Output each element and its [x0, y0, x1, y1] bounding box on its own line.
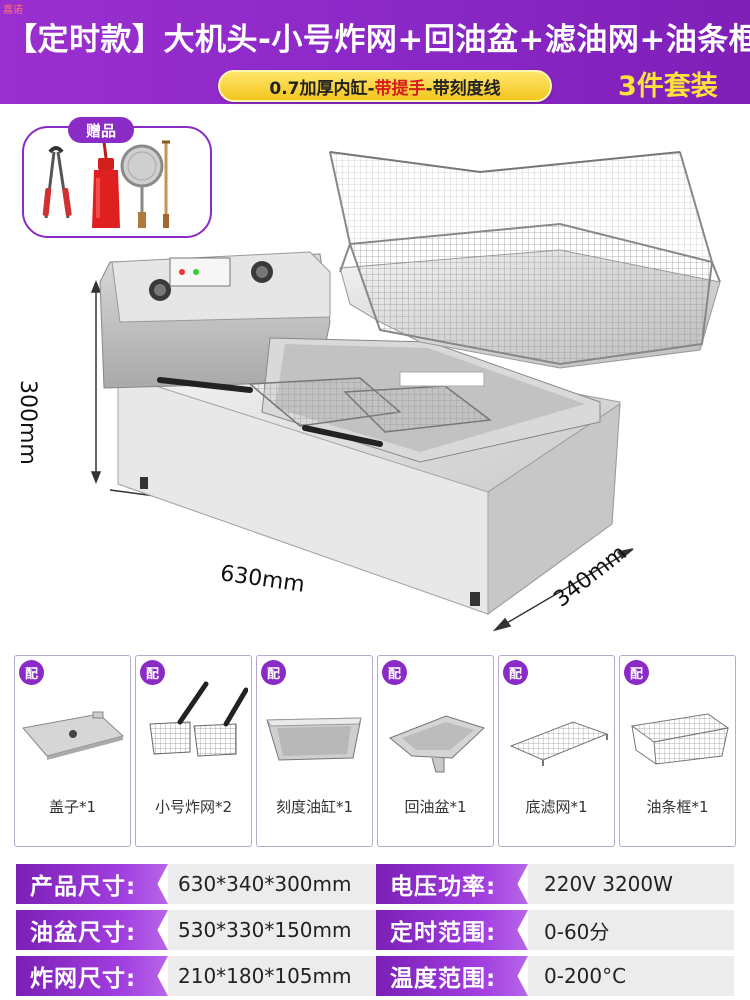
spec-timer-range: 定时范围: 0-60分	[376, 910, 736, 950]
sauce-bottle-icon	[92, 141, 120, 228]
spec-label: 油盆尺寸:	[16, 910, 168, 950]
spec-product-size: 产品尺寸: 630*340*300mm	[16, 864, 380, 904]
spec-label: 定时范围:	[376, 910, 528, 950]
gift-box	[22, 126, 212, 238]
lid-icon	[22, 711, 125, 760]
accessory-label: 小号炸网*2	[154, 798, 233, 816]
strainer-icon	[120, 144, 164, 228]
feature-text-1: 0.7加厚内缸-	[269, 78, 375, 99]
feature-text-handle: 带提手	[374, 78, 426, 99]
control-head	[99, 251, 331, 389]
fry-baskets	[157, 371, 492, 447]
spec-label: 炸网尺寸:	[16, 956, 168, 996]
spec-value: 530*330*150mm	[168, 910, 380, 950]
accessory-badge: 配	[503, 660, 528, 685]
set-label: 3件套装	[618, 71, 718, 102]
corner-watermark: 嘉诺	[3, 5, 23, 16]
accessory-label: 刻度油缸*1	[275, 798, 354, 816]
fritter-rack-icon	[630, 713, 730, 765]
bottom-filter-icon	[509, 721, 609, 766]
accessory-badge: 配	[624, 660, 649, 685]
accessory-badge: 配	[140, 660, 165, 685]
fry-basket-icon	[149, 681, 248, 757]
feature-pill: 0.7加厚内缸-带提手-带刻度线	[218, 70, 552, 102]
accessory-label: 底滤网*1	[525, 798, 588, 816]
spec-basket-size: 炸网尺寸: 210*180*105mm	[16, 956, 380, 996]
spec-value: 0-200°C	[528, 956, 734, 996]
spec-label: 温度范围:	[376, 956, 528, 996]
spec-oil-basin-size: 油盆尺寸: 530*330*150mm	[16, 910, 380, 950]
accessories-row: 配 盖子*1 配 小号炸网*2 配 刻度油缸*1 配	[14, 655, 738, 847]
accessory-label: 油条框*1	[646, 798, 709, 816]
oil-tank-icon	[266, 717, 362, 761]
accessory-label: 盖子*1	[48, 798, 97, 816]
accessory-card-lid: 配 盖子*1	[14, 655, 131, 847]
accessory-badge: 配	[261, 660, 286, 685]
accessory-badge: 配	[19, 660, 44, 685]
accessory-badge: 配	[382, 660, 407, 685]
accessory-card-bottom-filter: 配 底滤网*1	[498, 655, 615, 847]
accessory-card-oil-return-tray: 配 回油盆*1	[377, 655, 494, 847]
spec-value: 0-60分	[528, 910, 734, 950]
spec-label: 产品尺寸:	[16, 864, 168, 904]
spec-value: 210*180*105mm	[168, 956, 380, 996]
accessory-card-fry-basket: 配 小号炸网*2	[135, 655, 252, 847]
spec-voltage-power: 电压功率: 220V 3200W	[376, 864, 736, 904]
gift-items-illustration	[42, 140, 170, 228]
spec-value: 630*340*300mm	[168, 864, 380, 904]
header-banner: 嘉诺 【定时款】大机头-小号炸网+回油盆+滤油网+油条框 0.7加厚内缸-带提手…	[0, 0, 750, 104]
spec-value: 220V 3200W	[528, 864, 734, 904]
gift-tag: 赠品	[68, 117, 134, 143]
spec-temperature-range: 温度范围: 0-200°C	[376, 956, 736, 996]
accessory-card-fritter-rack: 配 油条框*1	[619, 655, 736, 847]
oil-return-tray-with-rack	[329, 151, 721, 369]
skewer-icon	[162, 140, 170, 228]
spec-label: 电压功率:	[376, 864, 528, 904]
oil-return-tray-icon	[389, 715, 485, 773]
product-title: 【定时款】大机头-小号炸网+回油盆+滤油网+油条框	[6, 22, 750, 58]
accessory-label: 回油盆*1	[404, 798, 467, 816]
fryer-illustration	[90, 151, 721, 632]
feature-text-2: -带刻度线	[425, 78, 501, 99]
accessory-card-oil-tank: 配 刻度油缸*1	[256, 655, 373, 847]
tongs-icon	[42, 146, 72, 219]
dimension-height: 300mm	[15, 380, 40, 465]
